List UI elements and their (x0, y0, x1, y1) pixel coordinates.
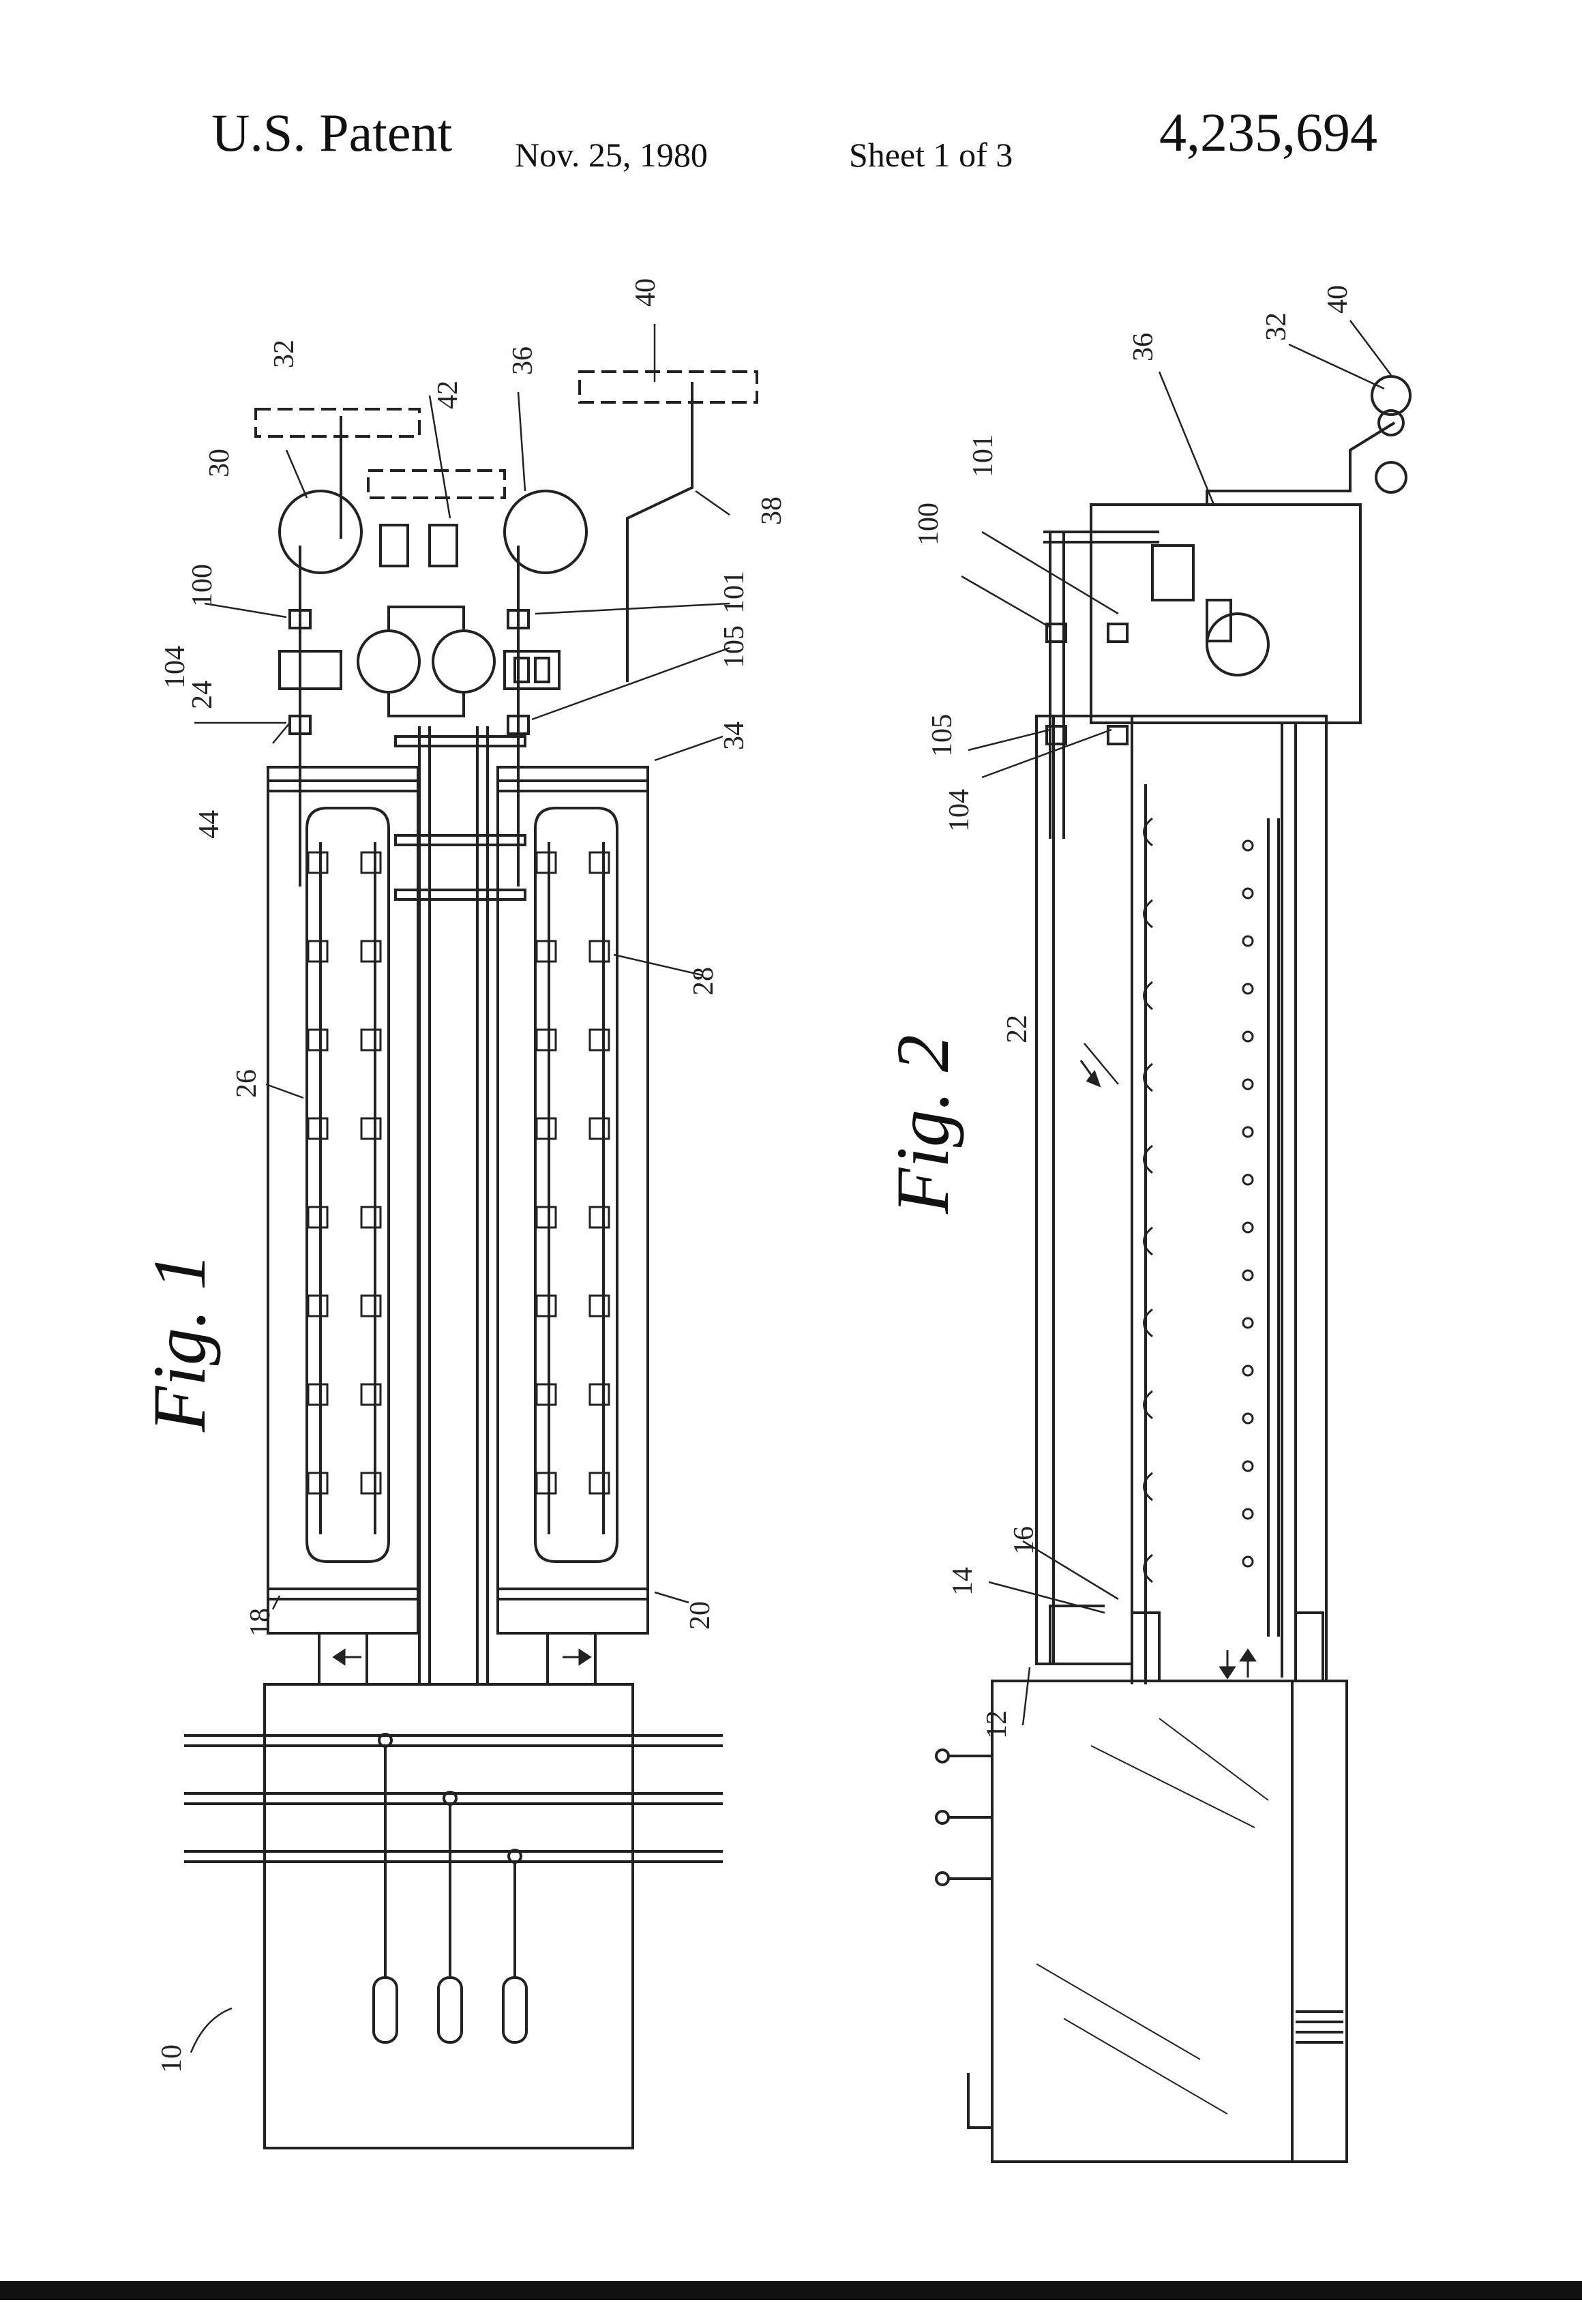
fig2-ref-12: 12 (981, 1710, 1013, 1739)
ref-36: 36 (507, 346, 539, 375)
fig2-ref-16: 16 (1009, 1526, 1040, 1555)
fig2-ref-40: 40 (1322, 285, 1354, 314)
fig2-drawing (936, 376, 1410, 2162)
ref-38: 38 (756, 496, 788, 525)
fig2-ref-100: 100 (913, 503, 944, 546)
ref-101: 101 (719, 571, 750, 614)
scan-edge-bar (0, 2281, 1582, 2300)
ref-34: 34 (719, 721, 750, 750)
ref-20: 20 (685, 1601, 716, 1630)
fig2-control-unit (992, 1681, 1292, 2162)
ref-42: 42 (432, 381, 464, 409)
fig1-drawing (184, 372, 757, 2148)
fig1-pump-right (433, 631, 494, 692)
fig2-ref-32: 32 (1261, 312, 1292, 341)
ref-100: 100 (187, 564, 218, 607)
ref-28: 28 (688, 967, 719, 996)
fig2-equipment-box (1091, 505, 1360, 723)
fig2-ref-101: 101 (968, 434, 999, 477)
fig1-reel-30 (280, 491, 361, 573)
ref-10: 10 (156, 2044, 188, 2073)
ref-105: 105 (719, 625, 750, 668)
fig1-tank-20 (498, 767, 648, 1633)
fig2-ref-104: 104 (944, 789, 975, 832)
ref-30: 30 (204, 449, 235, 477)
ref-104: 104 (160, 646, 191, 689)
ref-26: 26 (231, 1069, 263, 1098)
fig1-pump-left (358, 631, 419, 692)
ref-24: 24 (187, 681, 218, 709)
ref-18: 18 (245, 1608, 276, 1637)
ref-44: 44 (194, 810, 225, 839)
fig2-tank (1132, 716, 1326, 1681)
ref-40: 40 (630, 278, 661, 307)
fig1-label: Fig. 1 (138, 1253, 221, 1433)
fig2-ref-14: 14 (947, 1567, 979, 1596)
fig2-ref-22: 22 (1002, 1015, 1033, 1043)
ref-32: 32 (269, 340, 300, 368)
fig2-ref-105: 105 (927, 714, 958, 757)
fig2-label: Fig. 2 (881, 1034, 964, 1215)
fig2-ref-36: 36 (1128, 333, 1159, 361)
